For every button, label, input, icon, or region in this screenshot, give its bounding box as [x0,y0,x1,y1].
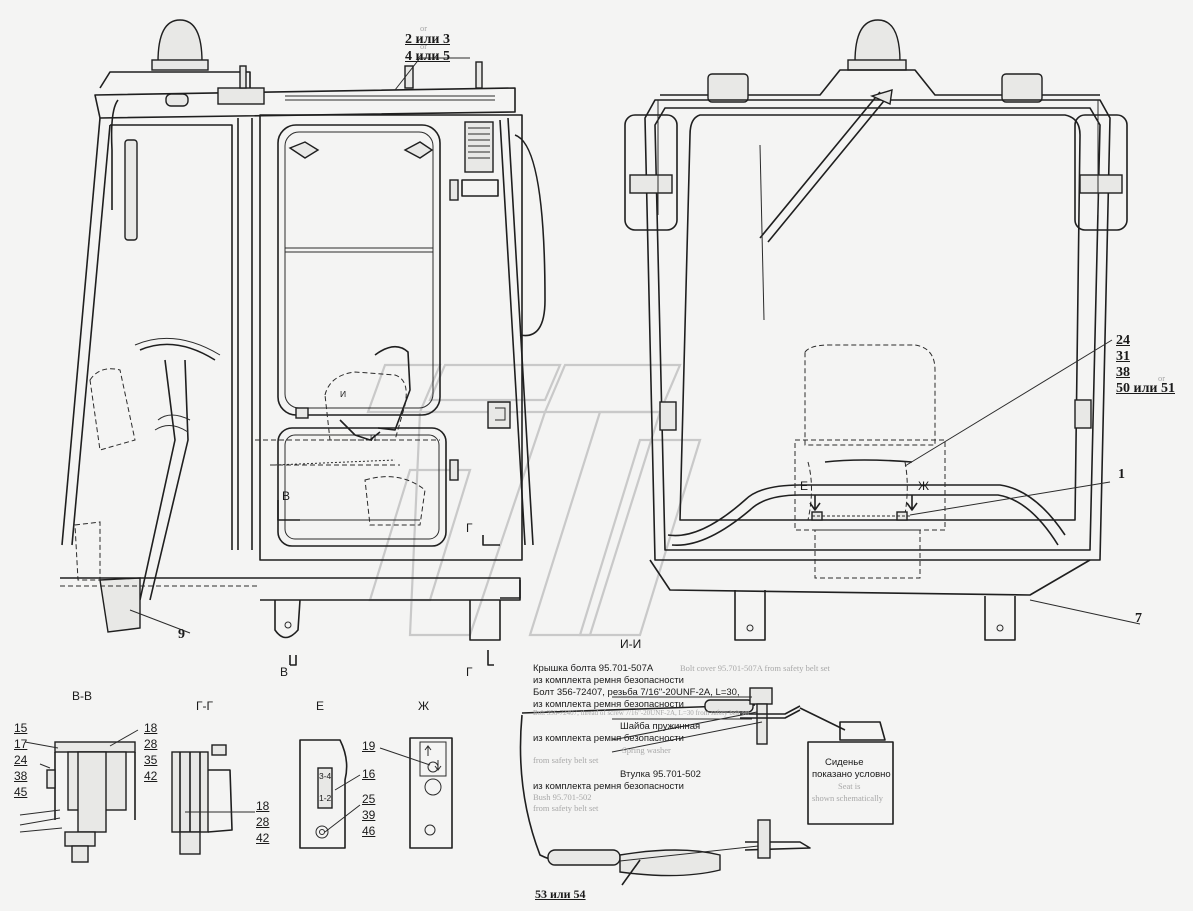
spring-washer-set-ru: из комплекта ремня безопасности [533,733,684,744]
callout-24: 24 [1116,333,1130,348]
view-vv [19,729,139,863]
seat-note-ru-1: Сиденье [825,757,864,768]
section-mark-i-2: И [370,433,377,443]
callout-50-or-51: 50 или 51 [1116,381,1175,396]
e-callout-16: 16 [362,767,376,781]
view-e [299,739,361,849]
view-vv-title: В-В [72,689,93,703]
switch-label-3-4: 3-4 [319,771,332,781]
watermark-logo [366,363,702,637]
section-mark-e: Е [800,479,809,493]
callout-or-right: or [1158,373,1166,383]
switch-label-1-2: 1-2 [319,793,332,803]
callout-53-or-54: 53 или 54 [535,887,586,901]
view-e-title: Е [316,699,325,713]
seat-note-en-1: Seat is [838,781,861,791]
bolt-cover-label-ru: Крышка болта 95.701-507А [533,663,654,674]
seat-note-ru-2: показано условно [812,769,891,780]
section-mark-g-bottom: Г [466,665,473,679]
section-mark-g-top: Г [466,521,473,535]
seat-note-en-2: shown schematically [812,793,884,803]
bush-set-en: from safety belt set [533,803,599,813]
vv-callout-35: 35 [144,753,158,767]
bolt-label-ru: Болт 356-72407, резьба 7/16"-20UNF-2A, L… [533,687,740,698]
callout-7: 7 [1135,611,1142,626]
vv-callout-24: 24 [14,753,28,767]
callout-9: 9 [178,627,185,642]
e-callout-39: 39 [362,808,376,822]
callout-4-or-5: 4 или 5 [405,49,450,64]
gg-callout-42: 42 [256,831,270,845]
section-mark-v-top: В [282,489,291,503]
cab-side-view [60,19,546,666]
bush-label-ru: Втулка 95.701-502 [620,769,701,780]
bush-label-en: Bush 95.701-502 [533,792,592,802]
cab-front-view [624,19,1141,641]
bolt-label-en: Bolt 356-72407, thread of screw 7/16"-20… [533,709,750,717]
vv-callout-38: 38 [14,769,28,783]
bolt-cover-label-en: Bolt cover 95.701-507A from safety belt … [680,663,830,673]
e-callout-25: 25 [362,792,376,806]
section-mark-zh: Ж [918,479,930,493]
gg-callout-18: 18 [256,799,270,813]
callout-or-en: or [420,23,428,33]
bush-set-ru: из комплекта ремня безопасности [533,781,684,792]
callout-1: 1 [1118,467,1125,482]
vv-callout-17: 17 [14,737,28,751]
zh-callout-19: 19 [362,739,376,753]
bolt-set-ru: из комплекта ремня безопасности [533,699,684,710]
vv-callout-28: 28 [144,737,158,751]
view-zh [379,737,453,849]
vv-callout-15: 15 [14,721,28,735]
callout-2-or-3: 2 или 3 [405,32,450,47]
callout-38: 38 [1116,365,1130,380]
vv-callout-18: 18 [144,721,158,735]
callout-31: 31 [1116,349,1130,364]
bolt-cover-set-ru: из комплекта ремня безопасности [533,675,684,686]
gg-callout-28: 28 [256,815,270,829]
vv-callout-45: 45 [14,785,28,799]
view-gg-title: Г-Г [196,699,213,713]
view-ii-title: И-И [620,637,642,651]
callout-or-en-2: or [420,41,428,51]
spring-washer-en: Spring washer [622,745,671,755]
spring-washer-ru: Шайба пружинная [620,721,701,732]
section-mark-i-1: И [340,389,347,399]
vv-callout-42: 42 [144,769,158,783]
section-mark-v-bottom: В [280,665,289,679]
view-gg [171,744,255,855]
e-callout-46: 46 [362,824,376,838]
view-ii [519,687,894,886]
spring-washer-set-en: from safety belt set [533,755,599,765]
view-zh-title: Ж [418,699,430,713]
